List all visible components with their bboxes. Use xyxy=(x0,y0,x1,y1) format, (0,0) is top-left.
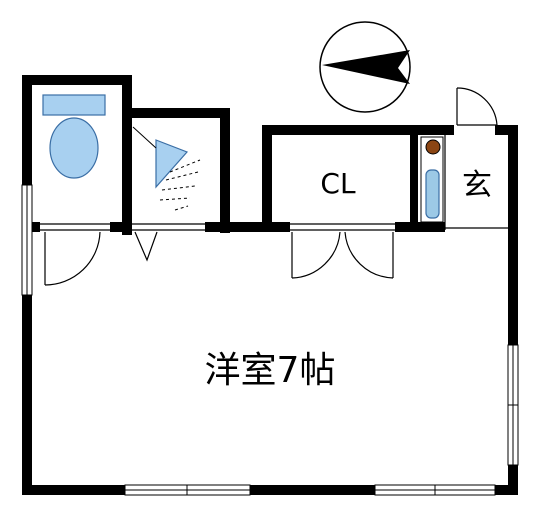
shower-icon xyxy=(132,126,201,211)
closet-door-right xyxy=(344,231,394,279)
entrance-door xyxy=(456,87,498,126)
entrance-label: 玄 xyxy=(462,168,492,203)
shower-door xyxy=(134,231,158,262)
window-left xyxy=(21,184,33,296)
window-bottom-left xyxy=(124,484,251,496)
north-arrow-icon xyxy=(319,21,411,113)
main-room-label: 洋室7帖 xyxy=(205,350,336,391)
partitions xyxy=(40,135,508,231)
toilet-door xyxy=(44,231,101,286)
window-right xyxy=(507,344,519,466)
washbasin-icon xyxy=(420,136,444,223)
window-bottom-right xyxy=(374,484,496,496)
closet-label: CL xyxy=(320,167,356,200)
toilet-icon xyxy=(42,94,106,179)
closet-door-left xyxy=(291,231,341,279)
